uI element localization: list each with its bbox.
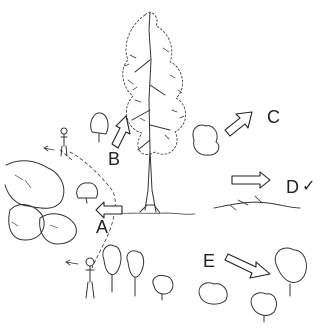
person-bottom [86, 258, 94, 298]
bottom-bush-2 [199, 283, 227, 304]
arrow-d [232, 172, 270, 188]
person-top [61, 128, 67, 156]
arrow-a [96, 202, 122, 218]
log-d [214, 196, 300, 210]
small-bush-a [77, 183, 98, 203]
label-d: D [286, 178, 299, 196]
bottom-tree-2 [127, 251, 144, 296]
bottom-tree-3 [275, 248, 306, 296]
arrow-c [225, 112, 252, 136]
label-c: C [267, 108, 280, 126]
small-tree-b [91, 113, 108, 142]
arrow-b [112, 116, 130, 148]
label-b: B [108, 150, 120, 168]
bush-c [193, 125, 219, 155]
checkmark-icon: ✓ [302, 176, 315, 195]
bottom-bush-3 [251, 293, 276, 322]
arrow-e [225, 254, 270, 278]
bottom-bush-1 [153, 275, 173, 300]
rocks [5, 161, 76, 244]
tall-tree [123, 12, 186, 213]
label-e: E [203, 252, 215, 270]
label-a: A [96, 218, 108, 236]
bottom-tree-1 [103, 245, 121, 292]
